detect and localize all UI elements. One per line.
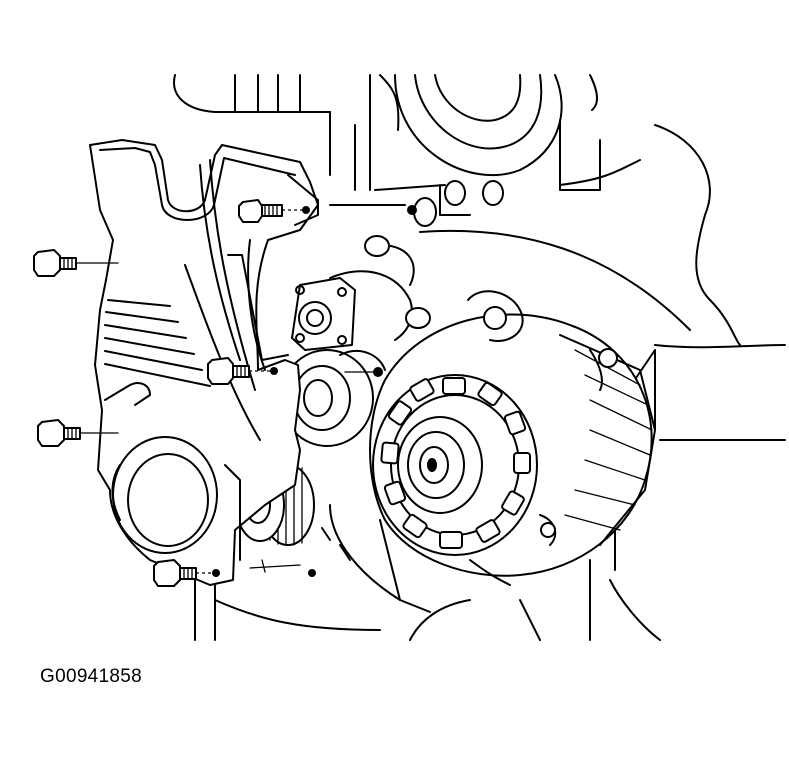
timing-belt-cover (90, 140, 318, 585)
alternator-fan-slots (381, 378, 530, 548)
bolt-upper-right (239, 175, 318, 225)
bolt-left-upper (34, 250, 118, 276)
alternator (322, 291, 655, 612)
engine-block-outline (174, 75, 785, 640)
bolt-middle (208, 358, 278, 384)
tensioner-bracket (292, 181, 503, 350)
upper-pulley (395, 75, 562, 175)
figure-code: G00941858 (40, 666, 143, 687)
cover-ribs (105, 300, 210, 386)
bolt-left-lower (38, 420, 118, 446)
timing-cover-alternator-diagram (0, 0, 789, 650)
bolt-bottom (154, 560, 316, 586)
